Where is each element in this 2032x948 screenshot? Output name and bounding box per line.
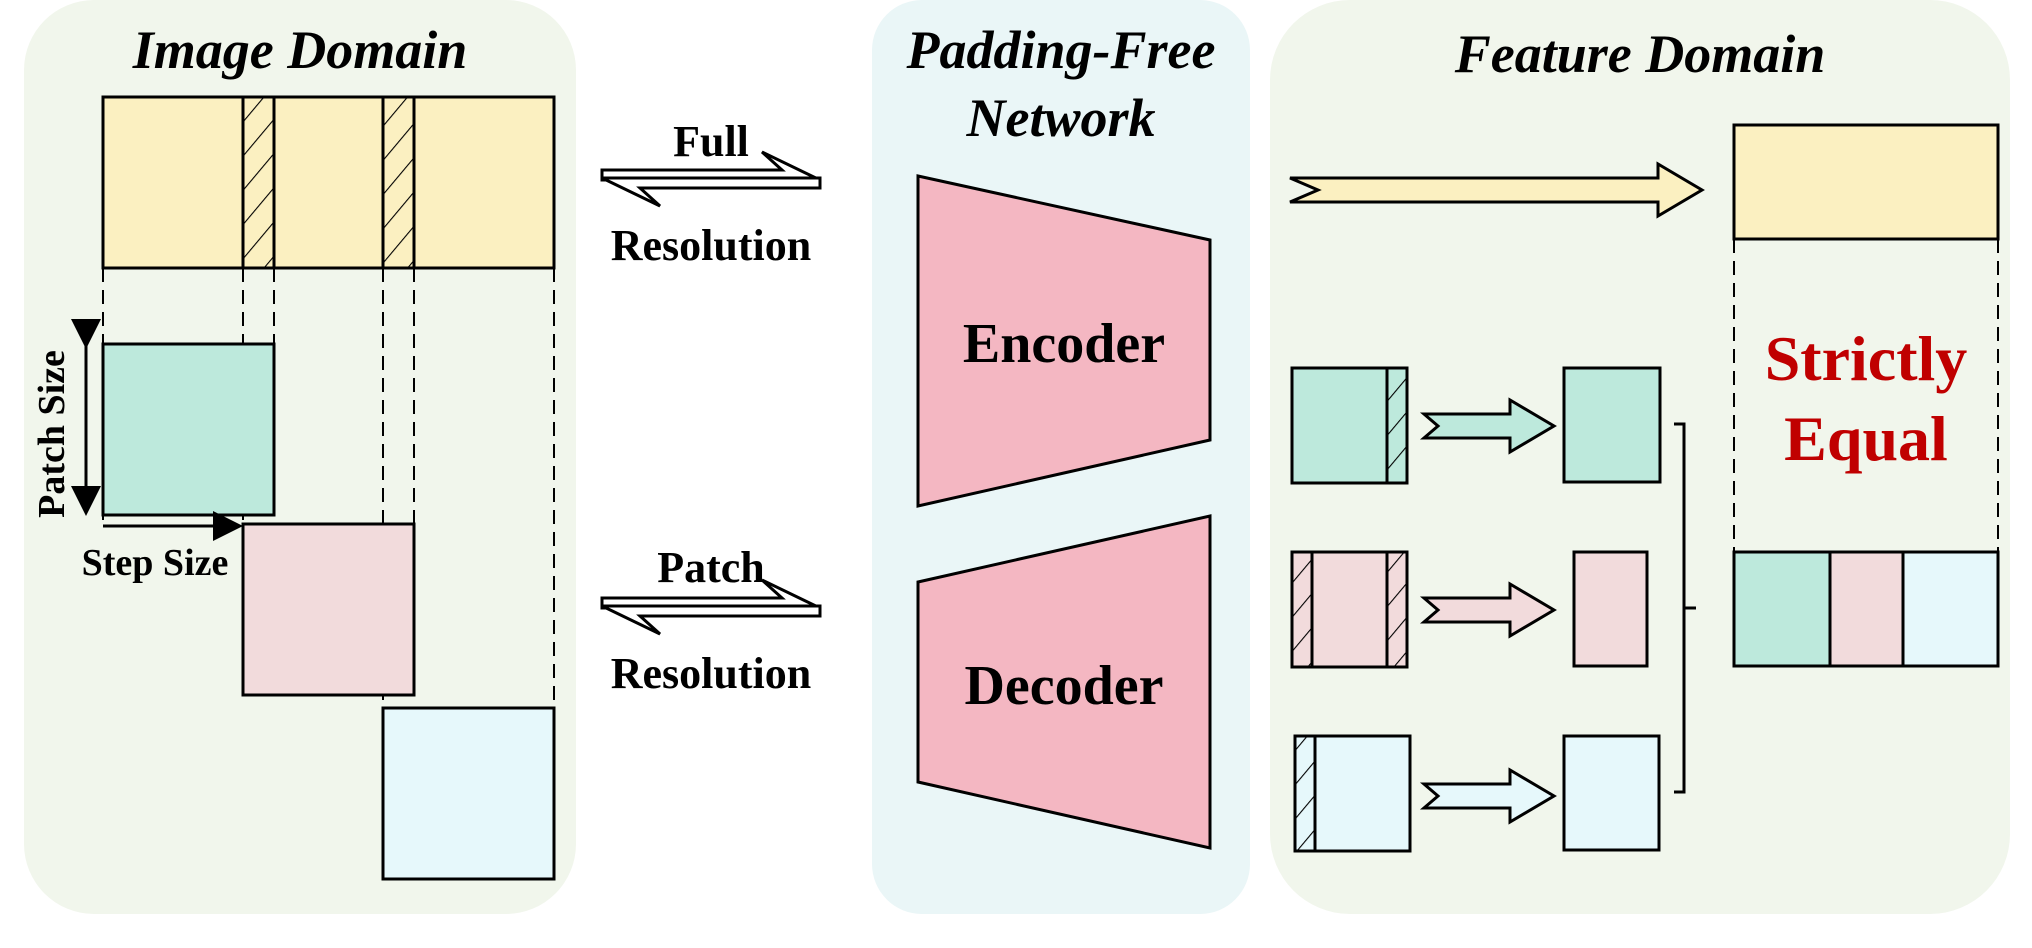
patch-resolution-label-line2: Resolution (611, 649, 811, 698)
network-title-line2: Network (966, 88, 1156, 148)
full-image-overlap-hatch-1 (241, 95, 276, 270)
patch-arrow-2 (1419, 581, 1557, 639)
full-image (101, 95, 556, 270)
feature-input-patch-2-hatch-left (1290, 550, 1314, 669)
full-resolution-label-line1: Full (673, 117, 749, 166)
feature-input-patch-2-hatch-right (1385, 550, 1409, 669)
patch-arrow-3 (1419, 767, 1557, 825)
merged-feature-2 (1828, 550, 1905, 668)
feature-output-patch-3 (1562, 734, 1661, 852)
decoder-label: Decoder (964, 655, 1163, 717)
merged-feature-3 (1901, 550, 2000, 668)
strictly-equal-line2: Equal (1784, 403, 1948, 474)
merged-feature-1 (1732, 550, 1832, 668)
decoder-block (916, 514, 1212, 850)
image-patch-1 (101, 342, 276, 517)
step-size-label: Step Size (82, 542, 229, 584)
network-title-line1: Padding-Free (906, 20, 1216, 80)
patch-size-label: Patch Size (31, 350, 73, 518)
encoder-label: Encoder (963, 313, 1165, 375)
full-resolution-arrow (600, 150, 822, 208)
image-patch-3 (381, 706, 556, 881)
image-domain-title: Image Domain (132, 20, 468, 80)
patch-arrow-1 (1419, 397, 1557, 455)
feature-input-patch-3-hatch (1293, 734, 1317, 853)
full-feature-arrow (1289, 161, 1705, 219)
feature-output-patch-2 (1572, 550, 1649, 668)
full-feature-map (1732, 123, 2000, 241)
feature-domain-title: Feature Domain (1454, 24, 1826, 84)
strictly-equal-line1: Strictly (1765, 323, 1968, 394)
feature-input-patch-1-hatch (1385, 366, 1409, 485)
full-resolution-label-line2: Resolution (611, 221, 811, 270)
merge-bracket (1674, 422, 1696, 794)
patch-resolution-label-line1: Patch (657, 543, 765, 592)
full-image-overlap-hatch-2 (381, 95, 416, 270)
image-patch-2 (241, 522, 416, 697)
encoder-block (916, 174, 1212, 508)
patch-resolution-arrow (600, 578, 822, 636)
feature-output-patch-1 (1562, 366, 1662, 484)
equality-guide-lines (1733, 239, 1999, 552)
